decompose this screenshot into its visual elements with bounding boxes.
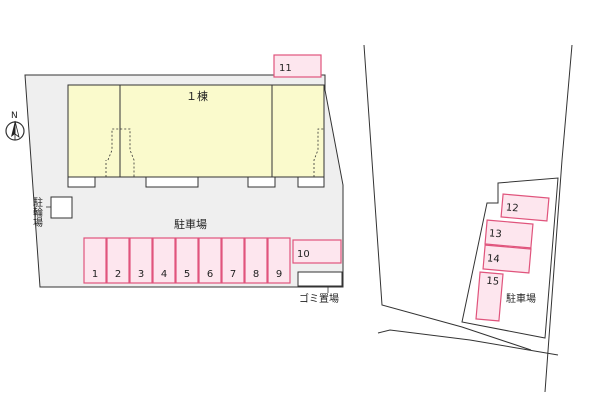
- parking-space-3[interactable]: [129, 237, 153, 284]
- compass-north-label: N: [11, 111, 18, 121]
- parking-space-15-group: 15: [475, 271, 504, 322]
- main-parking-label: 駐車場: [174, 217, 207, 231]
- bicycle-parking-area: [50, 196, 73, 219]
- parking-space-3-label: 3: [138, 269, 144, 280]
- parking-space-8[interactable]: [244, 237, 268, 284]
- parking-space-10[interactable]: [292, 239, 342, 264]
- parking-space-5-label: 5: [184, 269, 190, 280]
- parking-space-11-label: 11: [279, 63, 292, 74]
- parking-space-12[interactable]: [500, 193, 550, 222]
- parking-space-13-group: 13: [484, 219, 534, 249]
- road-line-east: [544, 44, 573, 393]
- parking-space-10-label: 10: [297, 249, 310, 260]
- parking-space-12-group: 12: [500, 193, 550, 222]
- parking-space-12-label: 12: [505, 202, 519, 214]
- parking-space-13-label: 13: [488, 228, 502, 240]
- parking-row: 1 2 3 4 5 6 7 8 9: [83, 237, 291, 284]
- road-line-south: [377, 329, 559, 356]
- east-parking-label: 駐車場: [506, 292, 536, 305]
- garbage-area: [297, 271, 343, 287]
- parking-space-15-label: 15: [486, 276, 500, 288]
- building-label: １棟: [186, 89, 208, 103]
- parking-space-4[interactable]: [152, 237, 176, 284]
- parking-space-5[interactable]: [175, 237, 199, 284]
- parking-space-2-label: 2: [115, 269, 121, 280]
- road-line-west: [363, 44, 532, 351]
- garbage-label: ゴミ置場: [299, 292, 339, 305]
- parking-space-1[interactable]: [83, 237, 107, 284]
- compass: [5, 120, 25, 141]
- parking-space-8-label: 8: [253, 269, 259, 280]
- parking-space-15[interactable]: [475, 271, 504, 322]
- parking-space-4-label: 4: [161, 269, 167, 280]
- parking-space-9-label: 9: [276, 269, 282, 280]
- parking-space-6[interactable]: [198, 237, 222, 284]
- parking-space-14-label: 14: [486, 253, 500, 265]
- parking-space-9[interactable]: [267, 237, 291, 284]
- parking-space-7-label: 7: [230, 269, 236, 280]
- parking-space-7[interactable]: [221, 237, 245, 284]
- parking-space-13[interactable]: [484, 219, 534, 249]
- building-1: [67, 84, 325, 188]
- bicycle-parking-label: 駐輪場: [31, 196, 43, 228]
- parking-space-2[interactable]: [106, 237, 130, 284]
- parking-space-6-label: 6: [207, 269, 213, 280]
- parking-space-11[interactable]: [273, 54, 322, 78]
- parking-space-14[interactable]: [482, 244, 532, 274]
- east-parking-spaces: 12 13 14 15: [475, 193, 550, 322]
- parking-space-1-label: 1: [92, 269, 98, 280]
- parking-space-14-group: 14: [482, 244, 532, 274]
